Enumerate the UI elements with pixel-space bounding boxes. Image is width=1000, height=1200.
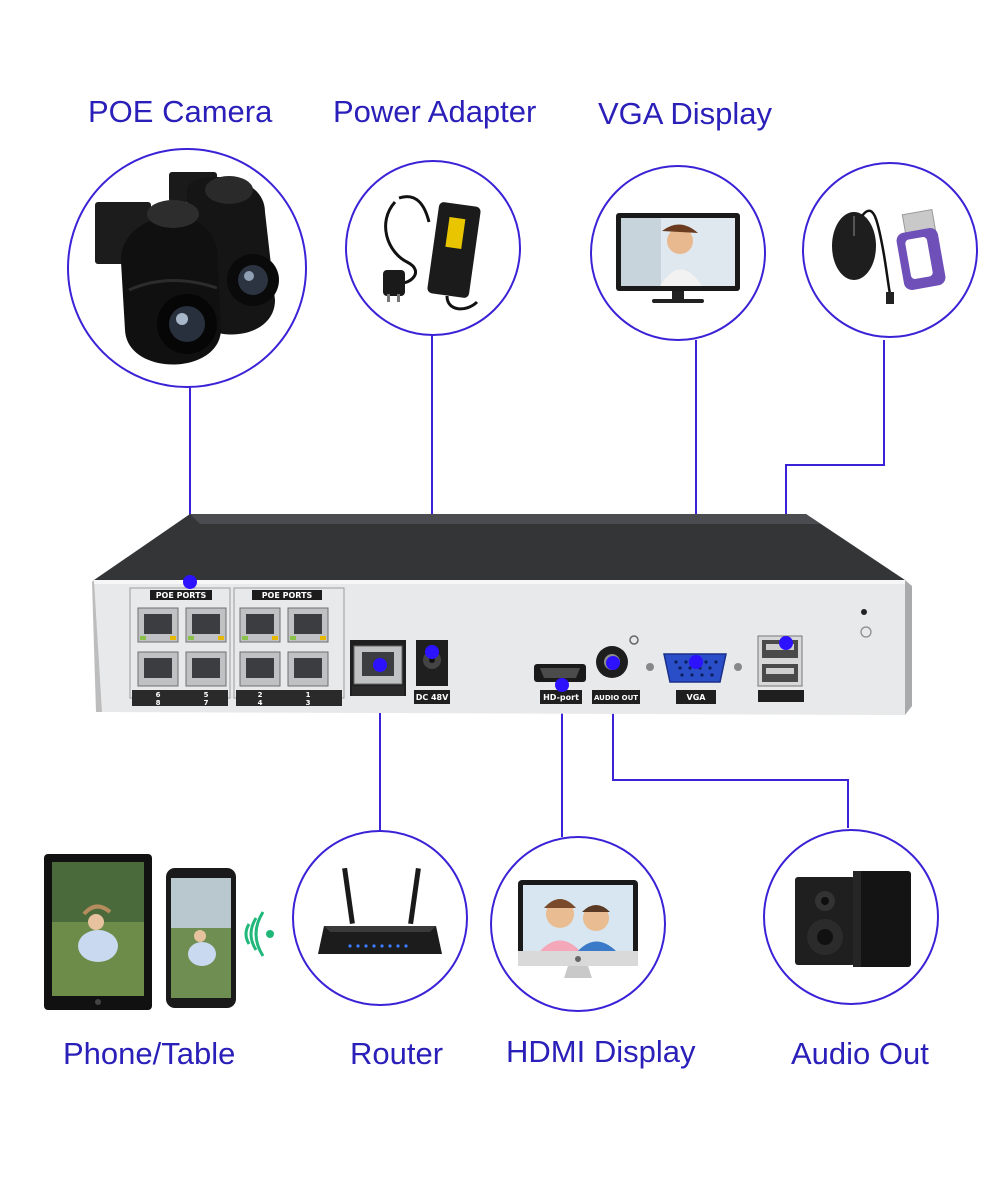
imac-monitor-icon	[518, 880, 638, 978]
monitor-icon	[616, 213, 740, 303]
mouse-usb-icon	[832, 208, 946, 304]
speaker-icon	[795, 871, 911, 967]
phone-table-label: Phone/Table	[63, 1036, 236, 1071]
power-adapter-label: Power Adapter	[333, 94, 537, 129]
vga-port-text: VGA	[687, 693, 707, 702]
hdmi-display-label: HDMI Display	[506, 1034, 696, 1069]
mouse-usb-circle	[802, 162, 978, 338]
port-number-7: 7	[204, 699, 209, 707]
audio-out-circle	[763, 829, 939, 1005]
dc-port-text: DC 48V	[416, 693, 449, 702]
audio-port-text: AUDIO OUT	[594, 694, 638, 702]
router-label: Router	[350, 1036, 444, 1071]
port-number-2: 2	[258, 691, 263, 699]
router-circle	[292, 830, 468, 1006]
hdmi-display-circle	[490, 836, 666, 1012]
vga-display-label: VGA Display	[598, 96, 773, 131]
vga-display-circle	[590, 165, 766, 341]
hdmi-port-text: HD-port	[543, 693, 579, 702]
poe-camera-circle	[67, 148, 307, 388]
port-number-5: 5	[204, 691, 209, 699]
port-number-1: 1	[306, 691, 311, 699]
power-adapter-icon	[383, 195, 481, 311]
poe-ports-left-text: POE PORTS	[156, 591, 207, 600]
port-number-8: 8	[156, 699, 161, 707]
poe-camera-icon	[95, 172, 279, 365]
port-number-3: 3	[306, 699, 311, 707]
port-number-4: 4	[258, 699, 263, 707]
poe-ports-right-text: POE PORTS	[262, 591, 313, 600]
audio-out-label: Audio Out	[791, 1036, 929, 1071]
tablet-phone-icon	[44, 854, 274, 1010]
poe-camera-label: POE Camera	[88, 94, 273, 129]
router-icon	[318, 867, 442, 954]
port-number-6: 6	[156, 691, 161, 699]
power-adapter-circle	[345, 160, 521, 336]
